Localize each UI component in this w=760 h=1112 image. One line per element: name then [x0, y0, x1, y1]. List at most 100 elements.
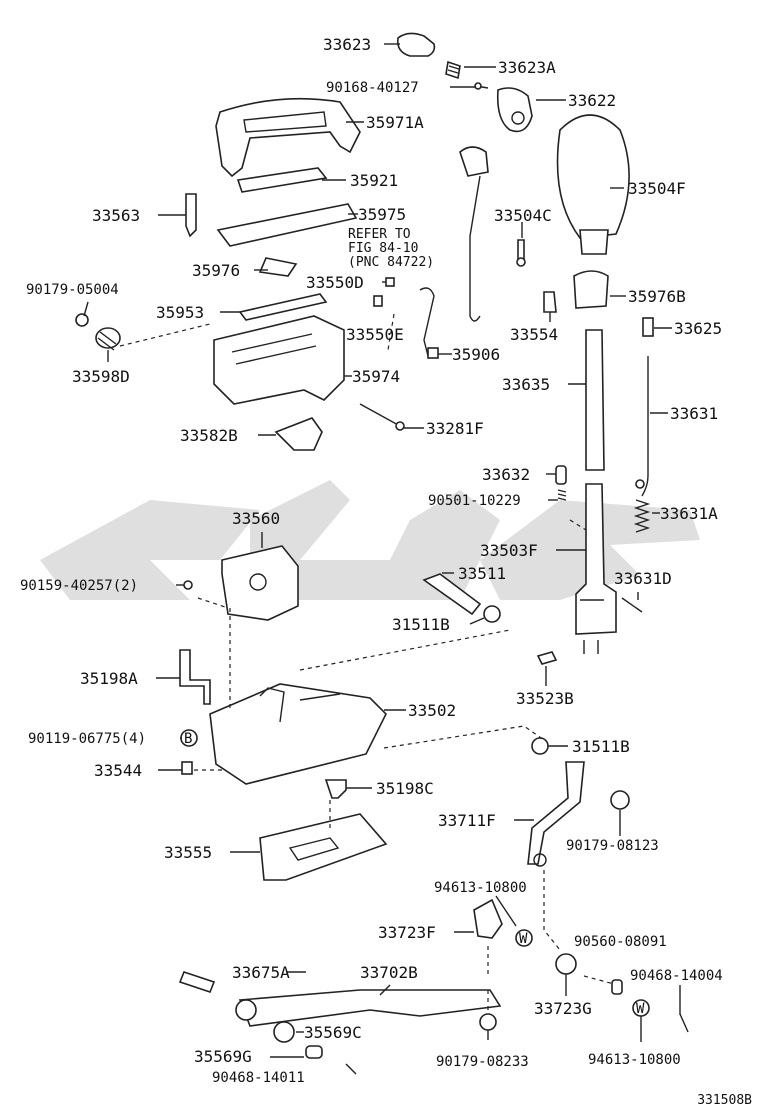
label-33711F: 33711F — [438, 811, 496, 830]
badge-b: B — [180, 729, 198, 747]
label-35569G: 35569G — [194, 1047, 252, 1066]
refer-note-line-2: FIG 84-10 — [348, 241, 418, 256]
badge-w-a: W — [515, 929, 533, 947]
label-35198A: 35198A — [80, 669, 138, 688]
assembly-dashes — [119, 313, 615, 1010]
part-33635 — [585, 329, 605, 471]
part-33702B — [235, 989, 502, 1027]
label-31511B-b: 31511B — [572, 737, 630, 756]
label-35921: 35921 — [350, 171, 398, 190]
label-33550E: 33550E — [346, 325, 404, 344]
part-31511B-a — [483, 605, 501, 623]
label-94613-10800-a: 94613-10800 — [434, 880, 527, 896]
part-35975 — [216, 203, 358, 247]
part-33504C — [516, 239, 526, 267]
part-35198C — [324, 779, 347, 799]
label-90501-10229: 90501-10229 — [428, 493, 521, 509]
label-35906: 35906 — [452, 345, 500, 364]
label-33582B: 33582B — [180, 426, 238, 445]
part-33631D — [621, 597, 643, 613]
part-33544 — [181, 761, 193, 775]
part-31511B-b — [531, 737, 549, 755]
part-33623 — [396, 32, 436, 57]
label-33511: 33511 — [458, 564, 506, 583]
part-33503F — [575, 483, 617, 654]
label-33702B: 33702B — [360, 963, 418, 982]
label-90168-40127: 90168-40127 — [326, 80, 419, 96]
label-33623A: 33623A — [498, 58, 556, 77]
label-90179-08233: 90179-08233 — [436, 1054, 529, 1070]
label-35976: 35976 — [192, 261, 240, 280]
part-90168-40127 — [474, 82, 489, 90]
part-33550D — [385, 277, 395, 287]
part-90468-14011 — [345, 1063, 357, 1075]
part-33563 — [185, 193, 197, 238]
label-90560-08091: 90560-08091 — [574, 934, 667, 950]
part-33560 — [221, 545, 299, 621]
label-33502: 33502 — [408, 701, 456, 720]
refer-note-line-1: REFER TO — [348, 227, 411, 242]
label-33504C: 33504C — [494, 206, 552, 225]
label-33631: 33631 — [670, 404, 718, 423]
part-90501-10229 — [557, 489, 567, 501]
part-33554 — [543, 291, 557, 313]
part-33582B — [274, 417, 323, 451]
label-90179-08123: 90179-08123 — [566, 838, 659, 854]
label-31511B-a: 31511B — [392, 615, 450, 634]
part-90468-14004 — [679, 1013, 689, 1033]
label-33723G: 33723G — [534, 999, 592, 1018]
part-35906 — [419, 287, 439, 359]
label-33560: 33560 — [232, 509, 280, 528]
badge-w-b-text: W — [636, 1001, 645, 1017]
part-33622 — [496, 87, 533, 133]
label-33281F: 33281F — [426, 419, 484, 438]
label-33675A: 33675A — [232, 963, 290, 982]
part-35971A — [215, 97, 361, 178]
label-33544: 33544 — [94, 761, 142, 780]
part-33723F — [473, 898, 503, 939]
part-33511 — [422, 573, 482, 616]
part-35976B — [573, 270, 609, 309]
label-33632: 33632 — [482, 465, 530, 484]
part-33623A — [445, 60, 461, 80]
label-90119-06775: 90119-06775(4) — [28, 731, 146, 747]
part-33723G — [555, 953, 577, 975]
label-33503F: 33503F — [480, 541, 538, 560]
label-33723F: 33723F — [378, 923, 436, 942]
part-33631A — [633, 499, 651, 533]
part-33632 — [555, 465, 567, 485]
part-35569G — [305, 1045, 323, 1059]
label-33554: 33554 — [510, 325, 558, 344]
label-90159-40257: 90159-40257(2) — [20, 578, 138, 594]
label-33635: 33635 — [502, 375, 550, 394]
label-35974: 35974 — [352, 367, 400, 386]
part-90179-08233 — [479, 1013, 497, 1031]
label-33563: 33563 — [92, 206, 140, 225]
label-35569C: 35569C — [304, 1023, 362, 1042]
label-33625: 33625 — [674, 319, 722, 338]
label-90179-05004: 90179-05004 — [26, 282, 119, 298]
label-33631A: 33631A — [660, 504, 718, 523]
part-90159-40257 — [183, 580, 193, 590]
label-35975: 35975 — [358, 205, 406, 224]
label-35198C: 35198C — [376, 779, 434, 798]
leader-lines — [83, 43, 681, 1058]
part-33502 — [209, 683, 387, 785]
label-33598D: 33598D — [72, 367, 130, 386]
part-cable — [459, 146, 489, 322]
label-35953: 35953 — [156, 303, 204, 322]
part-33675A — [178, 971, 216, 993]
badge-b-text: B — [184, 731, 192, 747]
part-90179-05004 — [75, 313, 89, 327]
badge-w-a-text: W — [519, 931, 528, 947]
label-33631D: 33631D — [614, 569, 672, 588]
part-33504F — [556, 114, 630, 255]
part-33555 — [259, 813, 388, 881]
part-35198A — [179, 649, 211, 705]
label-35971A: 35971A — [366, 113, 424, 132]
part-35569C — [273, 1021, 295, 1043]
label-90468-14004: 90468-14004 — [630, 968, 723, 984]
label-94613-10800-b: 94613-10800 — [588, 1052, 681, 1068]
label-33623: 33623 — [323, 35, 371, 54]
